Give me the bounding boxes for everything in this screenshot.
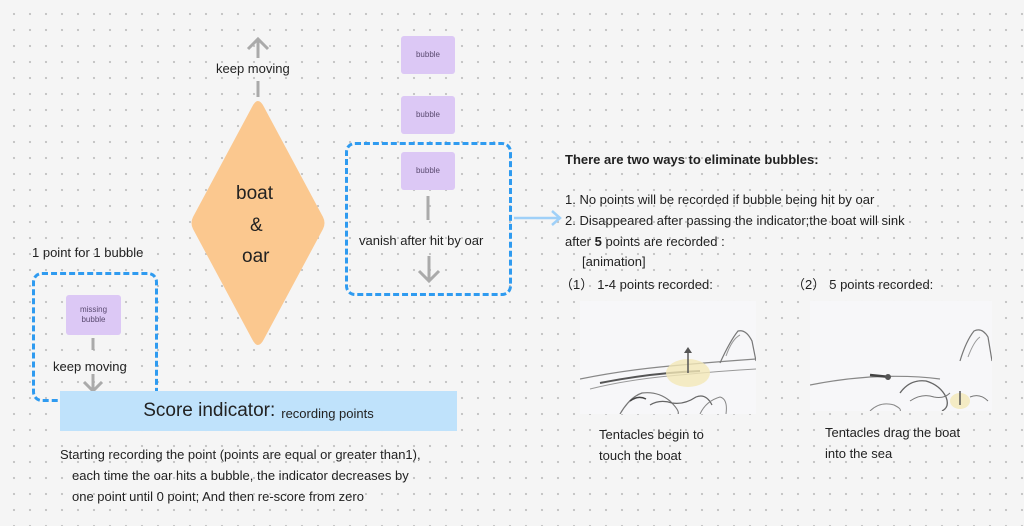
animation-label: [animation]	[582, 254, 646, 269]
right-line-3-pre: after	[565, 234, 595, 249]
caption-1a: Tentacles begin to	[599, 427, 704, 442]
case-2-label: （2）5 points recorded:	[792, 274, 933, 293]
top-keep-moving-label: keep moving	[216, 61, 290, 76]
right-heading: There are two ways to eliminate bubbles:	[565, 152, 819, 167]
bubble-connector-line	[426, 196, 430, 220]
right-line-3-post: points are recorded :	[601, 234, 725, 249]
score-indicator-title: Score indicator:	[143, 400, 276, 421]
right-connector-arrow	[514, 210, 562, 226]
up-arrow-icon	[246, 36, 270, 58]
score-indicator-bar: Score indicator: recording points	[60, 391, 457, 431]
bubble-1: bubble	[401, 36, 455, 74]
description-line-2: each time the oar hits a bubble, the ind…	[72, 468, 409, 483]
bubble-2: bubble	[401, 96, 455, 134]
description-line-3: one point until 0 point; And then re-sco…	[72, 489, 364, 504]
case-1-num: （1）	[560, 277, 594, 292]
diamond-text-boat: boat	[236, 183, 273, 204]
caption-1b: touch the boat	[599, 448, 682, 463]
caption-2a: Tentacles drag the boat	[825, 425, 961, 440]
case-2-text: 5 points recorded:	[829, 277, 934, 292]
right-line-2: 2. Disappeared after passing the indicat…	[565, 213, 905, 228]
missing-bubble: missing bubble	[66, 295, 121, 335]
left-box-title: 1 point for 1 bubble	[32, 245, 144, 260]
right-line-3: after 5 points are recorded :	[565, 234, 725, 249]
case-1-label: （1）1-4 points recorded:	[560, 274, 713, 293]
missing-bubble-label: missing bubble	[79, 304, 108, 324]
right-line-3-bold: 5	[594, 234, 602, 249]
description-line-1: Starting recording the point (points are…	[60, 447, 421, 462]
animation-thumbnail-1	[580, 301, 756, 414]
vanish-box	[345, 142, 512, 296]
score-indicator-subtitle: recording points	[281, 405, 374, 421]
right-line-1: 1. No points will be recorded if bubble …	[565, 192, 875, 207]
vanish-label: vanish after hit by oar	[359, 233, 484, 248]
diamond-text-oar: oar	[242, 246, 270, 267]
connector-line	[256, 81, 260, 97]
caption-2b: into the sea	[825, 446, 893, 461]
missing-connector-line	[91, 338, 95, 350]
left-keep-moving-label: keep moving	[53, 359, 127, 374]
sketch-drawing-2	[810, 329, 992, 411]
case-1-text: 1-4 points recorded:	[597, 277, 713, 292]
diamond-text-amp: &	[250, 215, 263, 236]
case-2-num: （2）	[792, 277, 826, 292]
down-arrow-icon	[417, 256, 441, 284]
bubble-3: bubble	[401, 152, 455, 190]
boat-oar-diamond	[191, 101, 325, 345]
animation-thumbnail-2	[810, 301, 992, 411]
sketch-drawing-1	[580, 330, 756, 414]
